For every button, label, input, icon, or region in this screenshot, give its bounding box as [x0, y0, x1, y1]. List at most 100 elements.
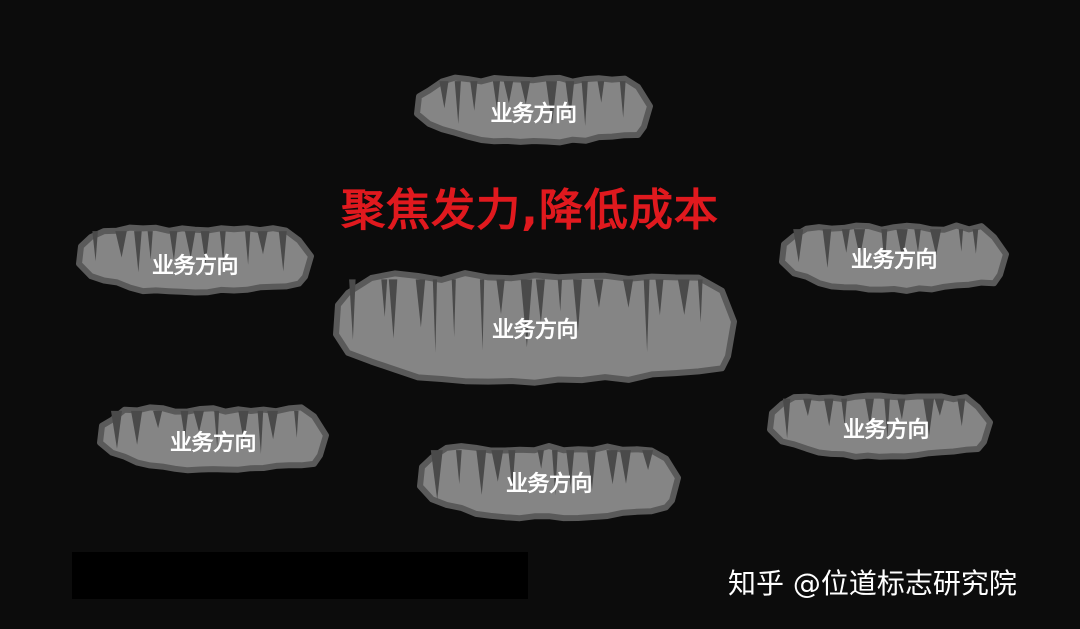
rock-drip — [180, 410, 189, 439]
rock-drip — [430, 450, 443, 500]
rock-drip — [169, 231, 178, 261]
rock-drip — [619, 81, 626, 118]
rock-drip — [822, 229, 832, 268]
rock-bottom-center-label: 业务方向 — [505, 472, 593, 497]
rock-drip — [257, 231, 268, 255]
rock-drip — [655, 279, 664, 316]
rock-left-middle-label: 业务方向 — [151, 254, 239, 279]
rock-drip — [620, 450, 631, 484]
rock-right-middle: 业务方向 — [779, 220, 1009, 296]
rock-drip — [496, 279, 505, 315]
rock-outline — [779, 222, 1009, 294]
rock-drip — [381, 279, 388, 317]
rock-center-label: 业务方向 — [491, 318, 579, 343]
rock-drip — [930, 229, 942, 256]
rock-left-middle-shape — [76, 224, 314, 296]
rock-drip — [111, 410, 122, 449]
rock-drip — [853, 229, 866, 258]
rock-drip — [881, 229, 888, 266]
rock-drip — [552, 450, 558, 496]
rock-drip — [184, 231, 196, 258]
rock-drip — [958, 229, 964, 252]
rock-outline — [767, 392, 993, 460]
rock-right-middle-label: 业务方向 — [850, 248, 938, 273]
rock-center: 业务方向 — [333, 264, 737, 392]
rock-drip — [131, 410, 143, 445]
rock-top-shape — [414, 74, 653, 146]
rock-drip — [782, 398, 791, 439]
rock-drip — [349, 279, 356, 340]
rock-drip — [537, 450, 544, 469]
rock-drip — [491, 450, 504, 482]
rock-right-bottom-shape — [767, 392, 993, 460]
rock-drip — [134, 231, 142, 273]
rock-drip — [257, 410, 264, 454]
rock-center-shape — [333, 270, 737, 386]
rock-bottom-center: 业务方向 — [417, 440, 681, 524]
rock-drip — [923, 398, 934, 436]
rock-drip — [793, 229, 804, 263]
rock-drip — [147, 231, 153, 260]
rock-drip — [200, 231, 210, 265]
rock-drip — [115, 231, 127, 258]
rock-drip — [267, 410, 278, 440]
rock-drip — [677, 279, 690, 315]
rock-drip — [934, 398, 945, 416]
rock-drip — [697, 279, 703, 323]
rock-drip — [294, 410, 299, 438]
rock-drip — [432, 279, 437, 353]
watermark-text: 知乎 @位道标志研究院 — [728, 567, 1017, 600]
rock-bottom-center-shape — [417, 443, 681, 522]
rock-drip — [643, 279, 650, 352]
headline: 聚焦发力,降低成本 — [341, 185, 719, 236]
rock-drip — [957, 398, 966, 427]
rock-drip — [587, 450, 596, 490]
rock-outline — [97, 404, 329, 474]
rock-top-label: 业务方向 — [490, 102, 577, 127]
rock-drip — [456, 450, 462, 484]
rock-drip — [492, 81, 500, 110]
rock-drip — [573, 279, 582, 332]
rock-drip — [896, 229, 908, 260]
rock-drip — [193, 410, 204, 433]
rock-drip — [597, 81, 605, 103]
rock-drip — [914, 229, 921, 253]
rock-drip — [451, 279, 456, 338]
rock-right-bottom-label: 业务方向 — [842, 418, 930, 443]
rock-drip — [476, 450, 487, 495]
rock-left-bottom-shape — [97, 404, 329, 474]
rock-drip — [606, 450, 618, 485]
rock-drip — [865, 398, 874, 426]
rock-drip — [520, 279, 533, 348]
rock-drip — [470, 81, 478, 111]
rock-top: 业务方向 — [414, 72, 653, 148]
rock-right-middle-shape — [779, 222, 1009, 294]
rock-drip — [803, 398, 812, 416]
rock-drip — [479, 279, 485, 351]
rock-drip — [238, 410, 249, 443]
rock-drip — [92, 231, 98, 262]
rock-left-bottom-label: 业务方向 — [169, 431, 257, 456]
rock-drip — [245, 231, 251, 265]
rock-drip — [897, 398, 906, 420]
rock-drip — [219, 231, 226, 263]
rock-left-middle: 业务方向 — [76, 222, 314, 298]
rock-drip — [388, 279, 398, 339]
rock-right-bottom: 业务方向 — [767, 390, 993, 462]
rock-drip — [565, 81, 575, 118]
rock-drip — [508, 450, 516, 490]
rock-drip — [623, 279, 634, 308]
rock-drip — [439, 81, 449, 109]
rock-drip — [214, 410, 220, 448]
rock-drip — [841, 229, 850, 253]
rock-drip — [581, 81, 588, 126]
rock-drip — [824, 398, 834, 427]
rock-drip — [593, 279, 604, 308]
rock-drip — [535, 279, 545, 324]
rock-drip — [278, 231, 287, 272]
rock-drip — [841, 398, 847, 426]
rock-drip — [566, 450, 575, 488]
rock-drip — [642, 450, 654, 470]
rock-drip — [503, 81, 514, 104]
